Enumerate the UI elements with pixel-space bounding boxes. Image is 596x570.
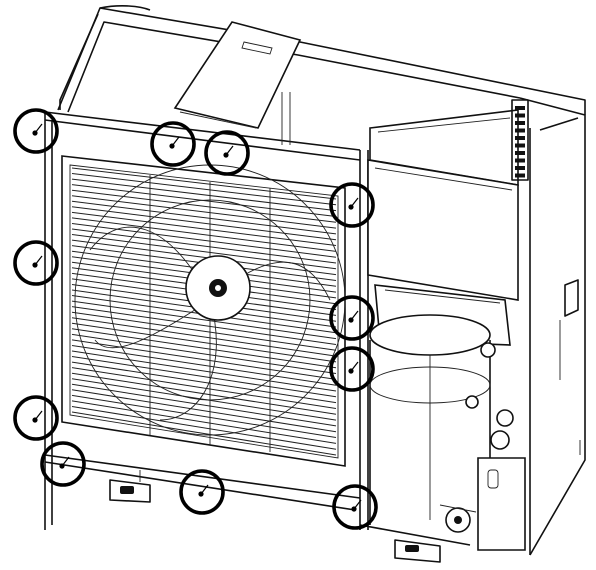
screw-highlight-circle	[150, 121, 196, 167]
grille-slat	[71, 173, 337, 206]
grille-slat	[71, 217, 337, 252]
grille-slat	[71, 400, 337, 444]
screw-highlight-circle	[204, 130, 250, 176]
grille-slat	[71, 167, 337, 200]
fan-guard-grille	[61, 155, 346, 467]
terminal	[515, 158, 525, 163]
grille-slat	[71, 383, 337, 427]
grille-slat	[71, 350, 337, 392]
grille-slat	[71, 178, 337, 212]
grille-slat	[71, 239, 337, 276]
terminal	[515, 113, 525, 118]
terminal	[515, 106, 525, 110]
screw-highlight-circle	[332, 484, 378, 530]
grille-slat	[71, 306, 337, 345]
terminal	[515, 128, 525, 133]
grille-slat	[71, 200, 337, 235]
screw-highlight-circle	[179, 469, 225, 515]
grille-slat	[71, 228, 337, 264]
screw-highlight-circle	[329, 346, 375, 392]
screw-highlight-circle	[329, 295, 375, 341]
grille-slat	[71, 206, 337, 241]
screw-highlight-circle	[13, 108, 59, 154]
grille-slat	[71, 345, 337, 386]
terminal	[515, 136, 525, 140]
grille-slat	[71, 211, 337, 246]
terminal	[515, 143, 525, 148]
grille-slat	[71, 411, 337, 456]
grille-slat	[71, 406, 337, 450]
screw-highlight-circle	[40, 441, 86, 487]
grille-slat	[71, 311, 337, 351]
grille-slat	[71, 333, 337, 374]
terminal	[515, 173, 525, 178]
compressor-section	[369, 284, 526, 551]
grille-slat	[71, 394, 337, 438]
grille-slat	[71, 189, 337, 223]
screw-highlight-circle	[13, 240, 59, 286]
grille-slat	[71, 367, 337, 409]
grille-slat	[71, 339, 337, 380]
grille-slat	[71, 356, 337, 398]
screw-highlights	[13, 108, 378, 530]
terminal	[515, 151, 525, 155]
grille-slat	[71, 300, 337, 340]
terminal	[515, 166, 525, 170]
control-box	[367, 99, 529, 301]
grille-slat	[71, 317, 337, 357]
screw-highlight-circle	[13, 395, 59, 441]
grille-slat	[71, 361, 337, 404]
screw-highlight-circle	[329, 182, 375, 228]
grille-slat	[71, 223, 337, 258]
top-service-cover	[173, 21, 302, 129]
grille-slat	[71, 322, 337, 363]
grille-slat	[71, 195, 337, 229]
terminal	[515, 121, 525, 125]
